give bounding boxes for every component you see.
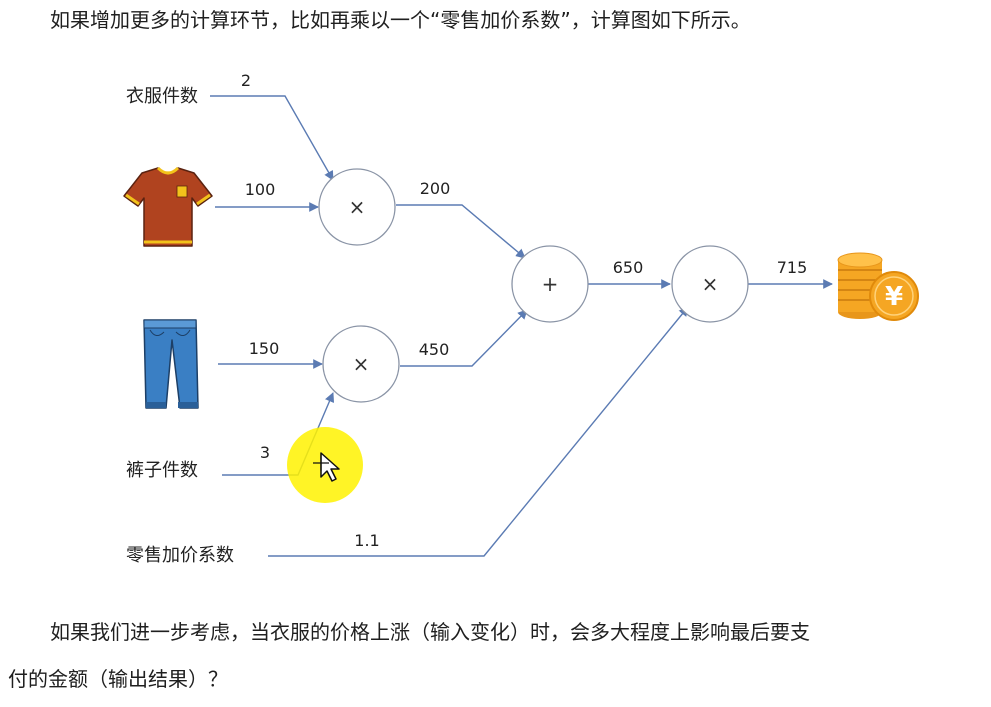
question-line-2: 付的金额（输出结果）？ — [8, 667, 228, 691]
value-shirt-count: 2 — [241, 71, 251, 90]
value-output: 715 — [777, 258, 808, 277]
value-factor: 1.1 — [354, 531, 379, 550]
edge-shirt-total — [396, 204, 526, 259]
value-pants-total: 450 — [419, 340, 450, 359]
coin-symbol: ¥ — [885, 282, 903, 312]
node-mul-shirt: × — [318, 168, 396, 246]
label-retail-factor: 零售加价系数 — [126, 545, 234, 566]
cursor-icon — [313, 452, 340, 482]
cursor-highlight — [287, 427, 363, 503]
node-add: + — [511, 245, 589, 323]
label-pants-count: 裤子件数 — [126, 460, 198, 481]
edges — [210, 95, 833, 557]
edge-shirt-count — [210, 95, 334, 181]
question-line-1: 如果我们进一步考虑，当衣服的价格上涨（输入变化）时，会多大程度上影响最后要支 — [50, 620, 810, 644]
edge-pants-total — [400, 309, 528, 367]
value-pants-count: 3 — [260, 443, 270, 462]
value-pants-price: 150 — [249, 339, 280, 358]
op-symbol: × — [349, 195, 366, 219]
edge-factor — [268, 306, 689, 557]
node-mul-pants: × — [322, 325, 400, 403]
op-symbol: × — [702, 272, 719, 296]
op-symbol: × — [353, 352, 370, 376]
intro-text: 如果增加更多的计算环节，比如再乘以一个“零售加价系数”，计算图如下所示。 — [50, 8, 751, 32]
node-mul-final: × — [671, 245, 749, 323]
value-shirt-total: 200 — [420, 179, 451, 198]
op-symbol: + — [542, 272, 559, 296]
label-shirt-count: 衣服件数 — [126, 86, 198, 107]
value-sum: 650 — [613, 258, 644, 277]
tshirt-icon — [123, 166, 213, 247]
jeans-icon — [143, 319, 199, 409]
value-shirt-price: 100 — [245, 180, 276, 199]
coins-yuan-icon: ¥ — [837, 252, 919, 321]
